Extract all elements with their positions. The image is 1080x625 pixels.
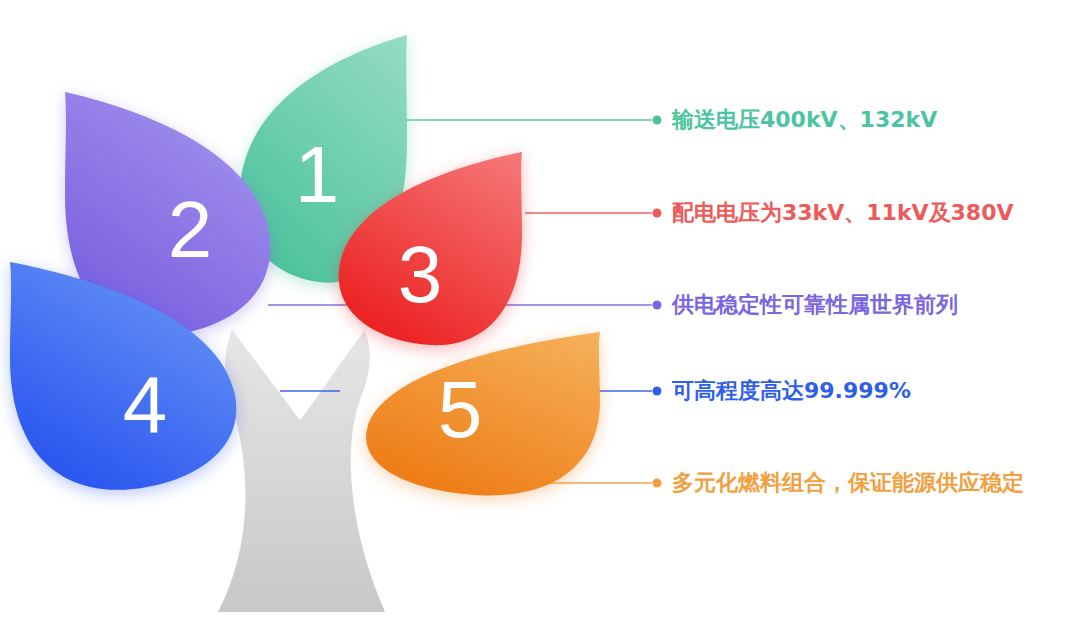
leader-line — [280, 390, 340, 392]
leaf-shape: 4 — [10, 262, 247, 492]
leaf-fill — [366, 332, 600, 495]
leader-line — [525, 212, 652, 214]
leader-dot — [653, 301, 662, 310]
leaf-shape: 3 — [330, 152, 522, 347]
leader-dot — [653, 479, 662, 488]
callout-number: 1 — [295, 135, 340, 215]
leader-dot — [653, 209, 662, 218]
leaf-fill — [10, 262, 236, 490]
leader-dot — [653, 387, 662, 396]
trunk-shape — [218, 330, 385, 612]
leaf-shape: 5 — [355, 332, 600, 497]
leader-dot — [653, 116, 662, 125]
callout-number: 3 — [398, 235, 443, 315]
callout-number: 2 — [168, 190, 213, 270]
annotation-text: 可高程度高达99.999% — [672, 378, 911, 404]
annotation-text: 供电稳定性可靠性属世界前列 — [672, 292, 958, 318]
annotation-text: 多元化燃料组合，保证能源供应稳定 — [672, 470, 1024, 496]
annotation-text: 配电电压为33kV、11kV及380V — [672, 200, 1014, 226]
callout-number: 4 — [123, 365, 168, 445]
leader-line — [385, 119, 652, 121]
callout-number: 5 — [438, 370, 483, 450]
annotation-text: 输送电压400kV、132kV — [672, 107, 937, 133]
leaf-fill — [339, 152, 522, 345]
